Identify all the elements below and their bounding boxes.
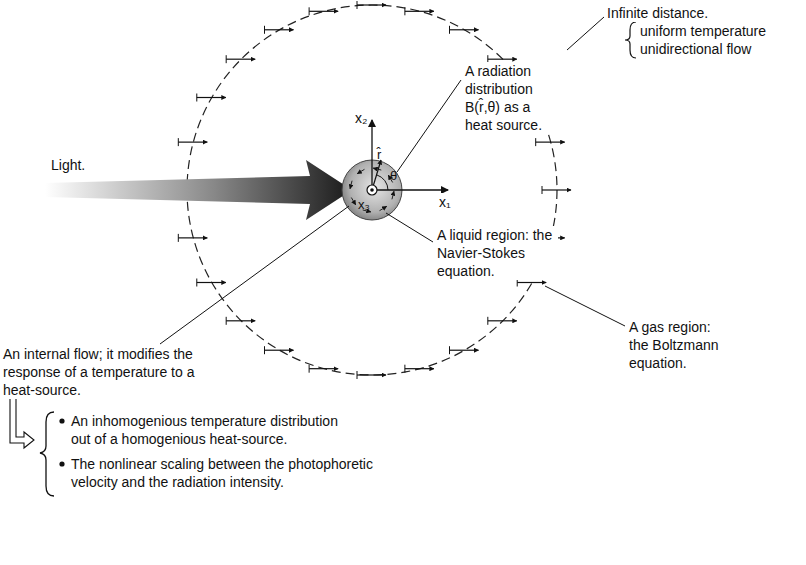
light-arrow [45, 160, 352, 220]
brace [40, 412, 54, 496]
flow-arrow-tail [357, 371, 358, 379]
axis-x2 [371, 120, 372, 190]
flow-arrow [178, 142, 207, 143]
vector-label: r̂ [376, 146, 382, 164]
flow-arrow-tail [196, 279, 197, 287]
flow-arrow-tail [542, 186, 543, 194]
flow-arrow [405, 368, 434, 369]
flow-arrow-tail [357, 1, 358, 9]
internal-flow-arrow [357, 169, 364, 173]
theta-arc [377, 175, 388, 190]
axis-label: x₃ [357, 196, 371, 214]
flow-arrow [197, 282, 226, 283]
brace [625, 22, 636, 58]
flow-arrow [178, 237, 207, 238]
flow-arrow-tail [264, 26, 265, 34]
flow-arrow [197, 97, 226, 98]
flow-arrow [488, 59, 517, 60]
boundary-label: Infinite distance. [606, 4, 709, 22]
internal-flow-arrow [380, 206, 387, 210]
axis-label: x₁ [438, 193, 452, 211]
leader-line [545, 286, 625, 326]
leader-line [567, 17, 604, 50]
internal-flow-arrow [351, 198, 355, 205]
axis-label: x₂ [354, 109, 368, 127]
flow-arrow-tail [178, 138, 179, 146]
flow-arrow-tail [196, 94, 197, 102]
flow-arrow-tail [404, 365, 405, 373]
axis-x1 [372, 189, 448, 190]
light-label: Light. [50, 156, 86, 174]
internal-flow-arrow [350, 181, 352, 189]
axis-x3-dot [370, 188, 374, 192]
gas-region-label: A gas region: the Boltzmann equation. [628, 318, 735, 372]
flow-arrow-tail [449, 346, 450, 354]
internal-flow-label: An internal flow; it modifies the respon… [2, 345, 209, 399]
flow-arrow-tail [404, 7, 405, 15]
bullet [59, 461, 64, 466]
axis-x3 [367, 185, 377, 195]
flow-arrow [450, 29, 479, 30]
boundary-label: uniform temperature [639, 22, 767, 40]
flow-arrow [357, 4, 386, 5]
boundary-label: unidirectional flow [639, 40, 752, 58]
flow-arrow [265, 350, 294, 351]
bullet [59, 418, 64, 423]
flow-arrow [405, 11, 434, 12]
effect-note: The nonlinear scaling between the photop… [70, 455, 390, 491]
effect-note: An inhomogenious temperature distributio… [70, 412, 347, 448]
flow-arrow [536, 142, 565, 143]
flow-arrow [517, 282, 546, 283]
angle-label: θ [389, 167, 398, 185]
flow-arrow-tail [309, 7, 310, 15]
flow-arrow-tail [264, 346, 265, 354]
leader-line [397, 80, 461, 172]
flow-arrow [309, 368, 338, 369]
leader-line [386, 213, 433, 242]
leader-line [160, 206, 349, 344]
flow-arrow-tail [449, 26, 450, 34]
flow-arrow [450, 350, 479, 351]
heat-source-label: A radiation distribution B(r̂,θ) as a he… [464, 62, 561, 134]
flow-arrow-tail [535, 138, 536, 146]
flow-arrow [488, 320, 517, 321]
flow-arrow [357, 374, 386, 375]
flow-arrow-tail [226, 55, 227, 63]
internal-flow-arrow [392, 191, 394, 199]
flow-arrow [542, 189, 571, 190]
hook-arrow [10, 395, 34, 448]
flow-arrow [226, 59, 255, 60]
flow-arrow-tail [309, 365, 310, 373]
flow-arrow-tail [178, 234, 179, 242]
flow-arrow [265, 29, 294, 30]
flow-arrow [309, 11, 338, 12]
internal-flow-arrow [373, 168, 381, 170]
flow-arrow-tail [226, 317, 227, 325]
flow-arrow-tail [487, 317, 488, 325]
liquid-region-label: A liquid region: the Navier-Stokes equat… [436, 226, 558, 280]
flow-arrow [226, 320, 255, 321]
